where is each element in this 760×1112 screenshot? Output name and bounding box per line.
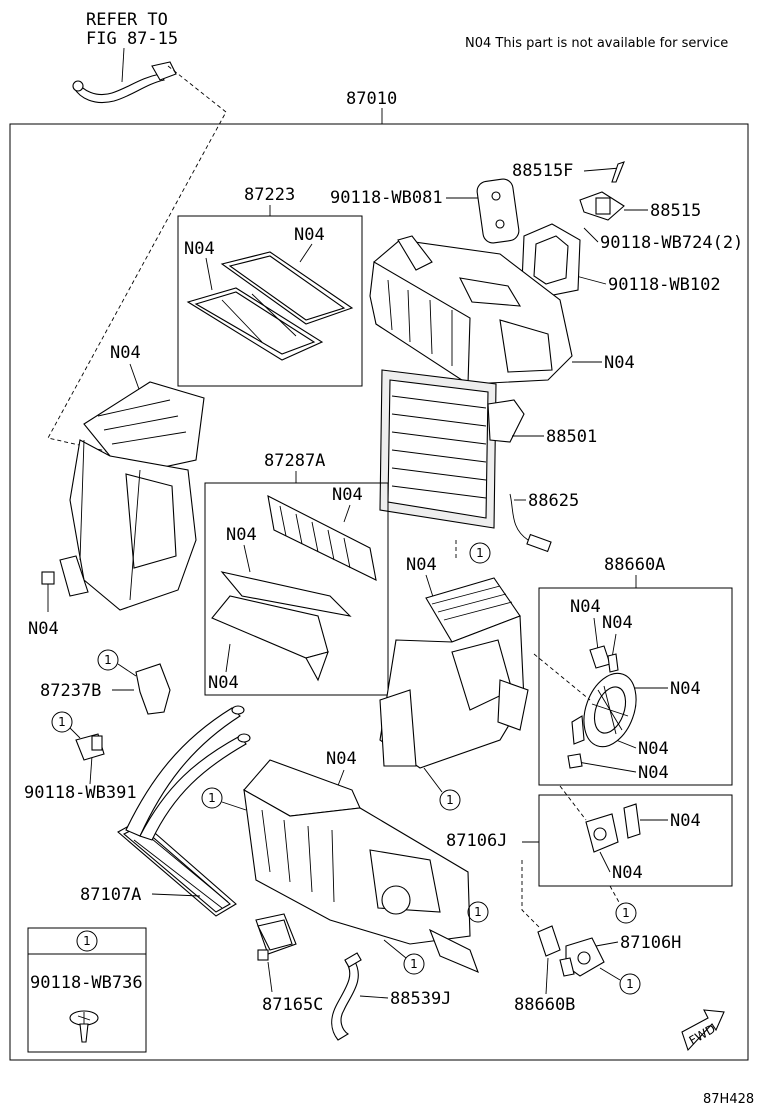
callout-1-h: 1 <box>615 902 637 924</box>
part-87223-label: 87223 <box>244 185 295 205</box>
n04-filter-right: N04 <box>294 225 325 245</box>
callout-1-c: 1 <box>51 711 73 733</box>
mode-door-part <box>211 495 377 682</box>
center-case-part <box>379 577 529 769</box>
clip-part <box>41 571 55 585</box>
callout-1-d: 1 <box>201 787 223 809</box>
blower-motor-part <box>567 645 637 769</box>
drain-hose-88539j-part <box>331 952 362 1041</box>
part-90118-wb081-label: 90118-WB081 <box>330 188 443 208</box>
part-90118-wb724-label: 90118-WB724(2) <box>600 233 743 253</box>
callout-1-e: 1 <box>439 789 461 811</box>
door-group-box <box>204 482 389 696</box>
part-88660b-label: 88660B <box>514 995 575 1015</box>
part-90118-wb736-label: 90118-WB736 <box>30 973 143 993</box>
svg-text:1: 1 <box>626 977 634 991</box>
n04-door-middle: N04 <box>226 525 257 545</box>
actuator-87165c-part <box>255 913 297 961</box>
servo-87106j-part <box>585 803 641 853</box>
svg-text:1: 1 <box>104 653 112 667</box>
evaporator-88501-part <box>379 369 525 529</box>
servo-87106h-part <box>559 937 605 977</box>
foam-seal-part <box>476 178 520 244</box>
motor-group-box <box>538 587 733 786</box>
n04-door-top: N04 <box>332 485 363 505</box>
heater-core-87107a-part <box>117 705 251 917</box>
part-88501-label: 88501 <box>546 427 597 447</box>
callout-1-j: 1 <box>76 930 98 952</box>
forward-arrow-icon: FWD <box>681 1009 725 1052</box>
actuator-88515-part <box>579 191 625 221</box>
n04-motor-d: N04 <box>638 739 669 759</box>
assembly-number: 87010 <box>346 89 397 109</box>
part-87106j-label: 87106J <box>446 831 507 851</box>
lower-case-part <box>243 759 479 973</box>
n04-lower-case: N04 <box>326 749 357 769</box>
n04-left-case-bottom: N04 <box>28 619 59 639</box>
part-88515f-label: 88515F <box>512 161 573 181</box>
refer-hose-part <box>72 47 177 104</box>
upper-case-part <box>369 235 573 385</box>
part-87287a-label: 87287A <box>264 451 325 471</box>
n04-motor-b: N04 <box>602 613 633 633</box>
svg-text:1: 1 <box>58 715 66 729</box>
n04-motor-e: N04 <box>638 763 669 783</box>
n04-servo-bottom: N04 <box>612 863 643 883</box>
svg-text:1: 1 <box>622 906 630 920</box>
refer-fig-label: FIG 87-15 <box>86 29 178 49</box>
screw-88515f-part <box>611 161 625 183</box>
gasket-wb102-part <box>521 223 581 297</box>
svg-text:1: 1 <box>476 546 484 560</box>
callout-1-i: 1 <box>619 973 641 995</box>
left-case-part <box>59 381 205 611</box>
n04-upper-case: N04 <box>604 353 635 373</box>
screw-wb736-part <box>69 1010 99 1043</box>
n04-motor-c: N04 <box>670 679 701 699</box>
callout-1-a: 1 <box>469 542 491 564</box>
n04-motor-a: N04 <box>570 597 601 617</box>
part-88625-label: 88625 <box>528 491 579 511</box>
assembly-frame <box>9 123 749 1061</box>
callout-1-g: 1 <box>403 953 425 975</box>
screw-inset-box <box>27 927 147 1053</box>
n04-center-case: N04 <box>406 555 437 575</box>
part-88515-label: 88515 <box>650 201 701 221</box>
sensor-88625-part <box>509 493 552 553</box>
svg-text:1: 1 <box>410 957 418 971</box>
clip-wb391-part <box>75 733 105 761</box>
callout-1-b: 1 <box>97 649 119 671</box>
svg-text:1: 1 <box>208 791 216 805</box>
svg-text:1: 1 <box>446 793 454 807</box>
n04-left-case-top: N04 <box>110 343 141 363</box>
part-88539j-label: 88539J <box>390 989 451 1009</box>
part-90118-wb391-label: 90118-WB391 <box>24 783 137 803</box>
servo-group-box <box>538 794 733 887</box>
callout-1-f: 1 <box>467 901 489 923</box>
link-88660b-part <box>537 925 561 957</box>
part-87106h-label: 87106H <box>620 933 681 953</box>
n04-note: N04 This part is not available for servi… <box>465 36 728 51</box>
n04-filter-left: N04 <box>184 239 215 259</box>
air-filter-part <box>186 251 354 361</box>
part-87165c-label: 87165C <box>262 995 323 1015</box>
n04-servo-right: N04 <box>670 811 701 831</box>
part-87237b-label: 87237B <box>40 681 101 701</box>
refer-to-label: REFER TO <box>86 10 168 30</box>
part-87107a-label: 87107A <box>80 885 141 905</box>
svg-text:1: 1 <box>474 905 482 919</box>
svg-text:1: 1 <box>83 934 91 948</box>
figure-code: 87H428 <box>703 1092 754 1107</box>
part-88660a-label: 88660A <box>604 555 665 575</box>
clip-87237b-part <box>135 663 171 715</box>
part-90118-wb102-label: 90118-WB102 <box>608 275 721 295</box>
n04-door-bottom: N04 <box>208 673 239 693</box>
